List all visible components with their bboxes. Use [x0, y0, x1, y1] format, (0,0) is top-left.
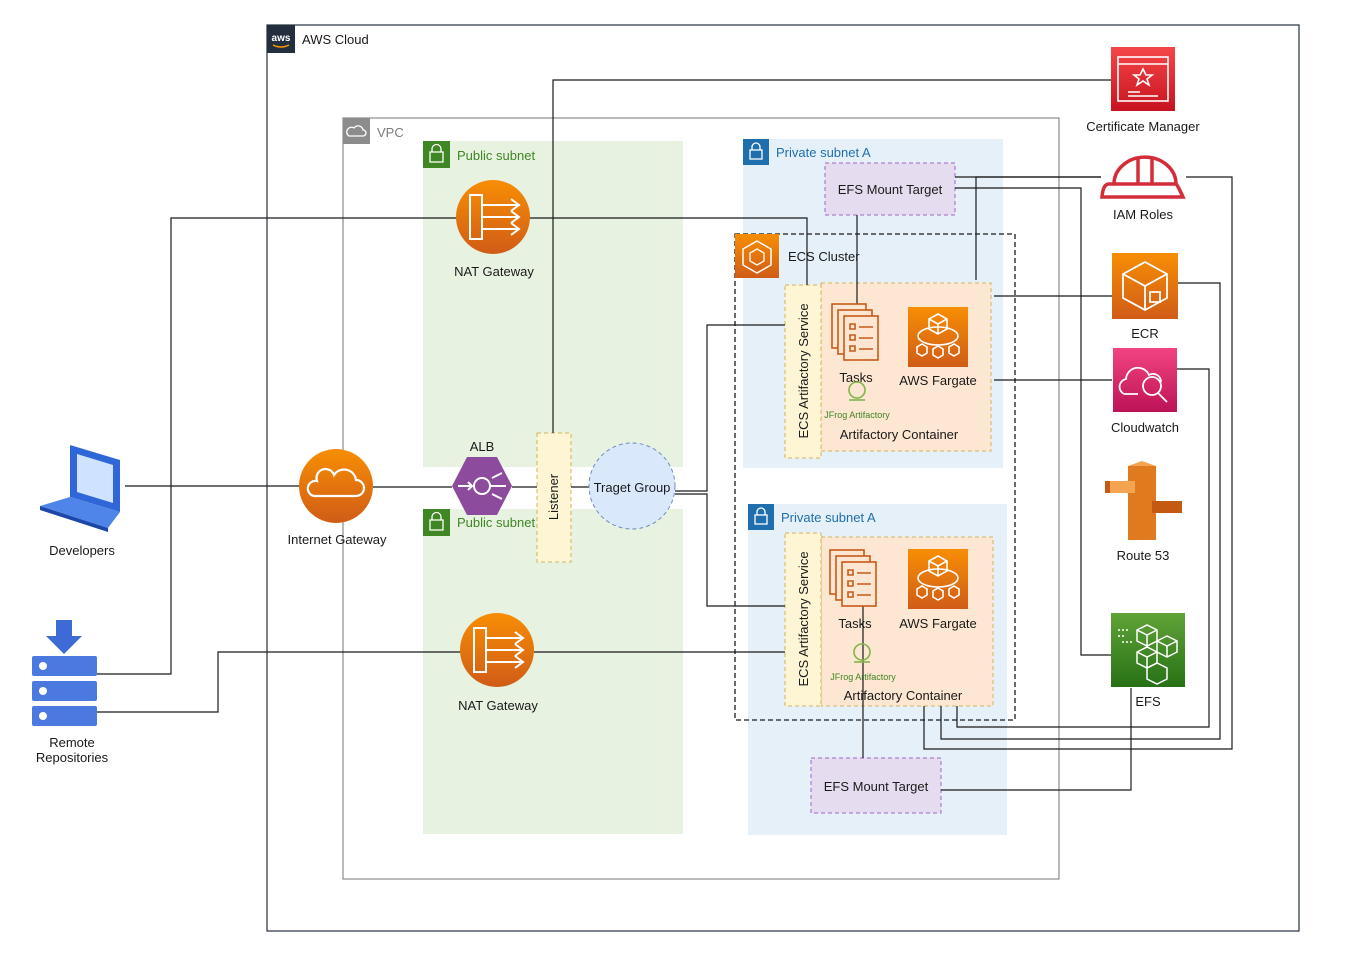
aws-cloud-group: aws AWS Cloud — [266, 24, 1300, 932]
download-server-icon — [32, 620, 97, 726]
fargate-top[interactable]: AWS Fargate — [899, 307, 977, 388]
remote-repositories-label-line1: Remote — [49, 735, 95, 750]
tasks-bottom[interactable]: Tasks JFrog Artifactory — [829, 549, 896, 682]
lock-icon — [423, 141, 450, 168]
alb[interactable]: ALB — [452, 439, 512, 515]
private-subnet-bottom-label: Private subnet A — [781, 510, 876, 525]
public-subnet-top-label: Public subnet — [457, 148, 535, 163]
public-subnet-bottom: Public subnet — [423, 509, 683, 834]
nat-gateway-top[interactable]: NAT Gateway — [454, 180, 534, 279]
developers[interactable]: Developers — [40, 445, 120, 558]
jfrog-icon — [853, 643, 871, 661]
internet-gateway[interactable]: Internet Gateway — [288, 449, 387, 547]
efs-mount-bottom-label: EFS Mount Target — [824, 779, 929, 794]
route-53[interactable]: Route 53 — [1105, 461, 1182, 563]
jfrog-top-label: JFrog Artifactory — [824, 410, 890, 420]
cloudwatch[interactable]: Cloudwatch — [1111, 348, 1179, 435]
tasks-icon — [831, 303, 879, 361]
ecr[interactable]: ECR — [1112, 253, 1178, 341]
connections — [96, 79, 1233, 791]
fargate-bottom-label: AWS Fargate — [899, 616, 977, 631]
target-group[interactable]: Traget Group — [588, 442, 676, 530]
ecs-cluster-label: ECS Cluster — [788, 249, 860, 264]
efs-mount-target-bottom[interactable]: EFS Mount Target — [810, 757, 942, 814]
iam-roles-label: IAM Roles — [1113, 207, 1173, 222]
tasks-top-label: Tasks — [839, 370, 873, 385]
ecs-cluster: ECS Cluster — [734, 233, 1016, 721]
ecs-service-bottom: ECS Artifactory Service — [784, 532, 822, 707]
ecs-service-bottom-label: ECS Artifactory Service — [796, 551, 811, 686]
internet-gateway-label: Internet Gateway — [288, 532, 387, 547]
vpc-title: VPC — [377, 125, 404, 140]
aws-cloud-title: AWS Cloud — [302, 32, 369, 47]
remote-repositories[interactable]: Remote Repositories — [32, 620, 109, 765]
vpc-group: VPC — [342, 117, 1060, 880]
private-subnet-top-label: Private subnet A — [776, 145, 871, 160]
laptop-icon — [40, 445, 120, 532]
lock-icon — [423, 509, 450, 536]
route-53-label: Route 53 — [1117, 548, 1170, 563]
aws-logo-icon — [267, 25, 295, 53]
certificate-manager[interactable]: Certificate Manager — [1086, 47, 1200, 134]
fargate-bottom[interactable]: AWS Fargate — [899, 549, 977, 631]
efs[interactable]: EFS — [1111, 613, 1185, 709]
certificate-manager-label: Certificate Manager — [1086, 119, 1200, 134]
jfrog-icon — [848, 381, 866, 399]
load-balancer-icon — [452, 457, 512, 515]
public-subnet-bottom-label: Public subnet — [457, 515, 535, 530]
artifactory-container-top-label: Artifactory Container — [840, 427, 959, 442]
alb-label: ALB — [470, 439, 495, 454]
tasks-bottom-label: Tasks — [838, 616, 872, 631]
tasks-icon — [829, 549, 877, 607]
remote-repositories-label-line2: Repositories — [36, 750, 109, 765]
hard-hat-icon — [1100, 155, 1186, 199]
ecs-service-top: ECS Artifactory Service — [784, 284, 822, 459]
nat-gateway-bottom[interactable]: NAT Gateway — [458, 613, 538, 713]
listener[interactable]: Listener — [536, 432, 572, 563]
nat-gateway-bottom-label: NAT Gateway — [458, 698, 538, 713]
cloudwatch-label: Cloudwatch — [1111, 420, 1179, 435]
efs-mount-top-label: EFS Mount Target — [838, 182, 943, 197]
listener-label: Listener — [546, 473, 561, 520]
efs-label: EFS — [1135, 694, 1161, 709]
cloud-icon — [299, 449, 373, 523]
developers-label: Developers — [49, 543, 115, 558]
aws-badge: aws — [272, 33, 291, 44]
efs-mount-target-top[interactable]: EFS Mount Target — [824, 162, 956, 216]
jfrog-bottom-label: JFrog Artifactory — [830, 672, 896, 682]
iam-roles[interactable]: IAM Roles — [1100, 155, 1186, 222]
ecs-service-top-label: ECS Artifactory Service — [796, 303, 811, 438]
ecr-label: ECR — [1131, 326, 1158, 341]
artifactory-container-bottom-label: Artifactory Container — [844, 688, 963, 703]
nat-gateway-top-label: NAT Gateway — [454, 264, 534, 279]
route53-icon — [1105, 461, 1182, 540]
tasks-top[interactable]: Tasks JFrog Artifactory — [824, 303, 890, 420]
efs-icon — [1111, 613, 1185, 687]
fargate-top-label: AWS Fargate — [899, 373, 977, 388]
target-group-label: Traget Group — [594, 480, 671, 495]
